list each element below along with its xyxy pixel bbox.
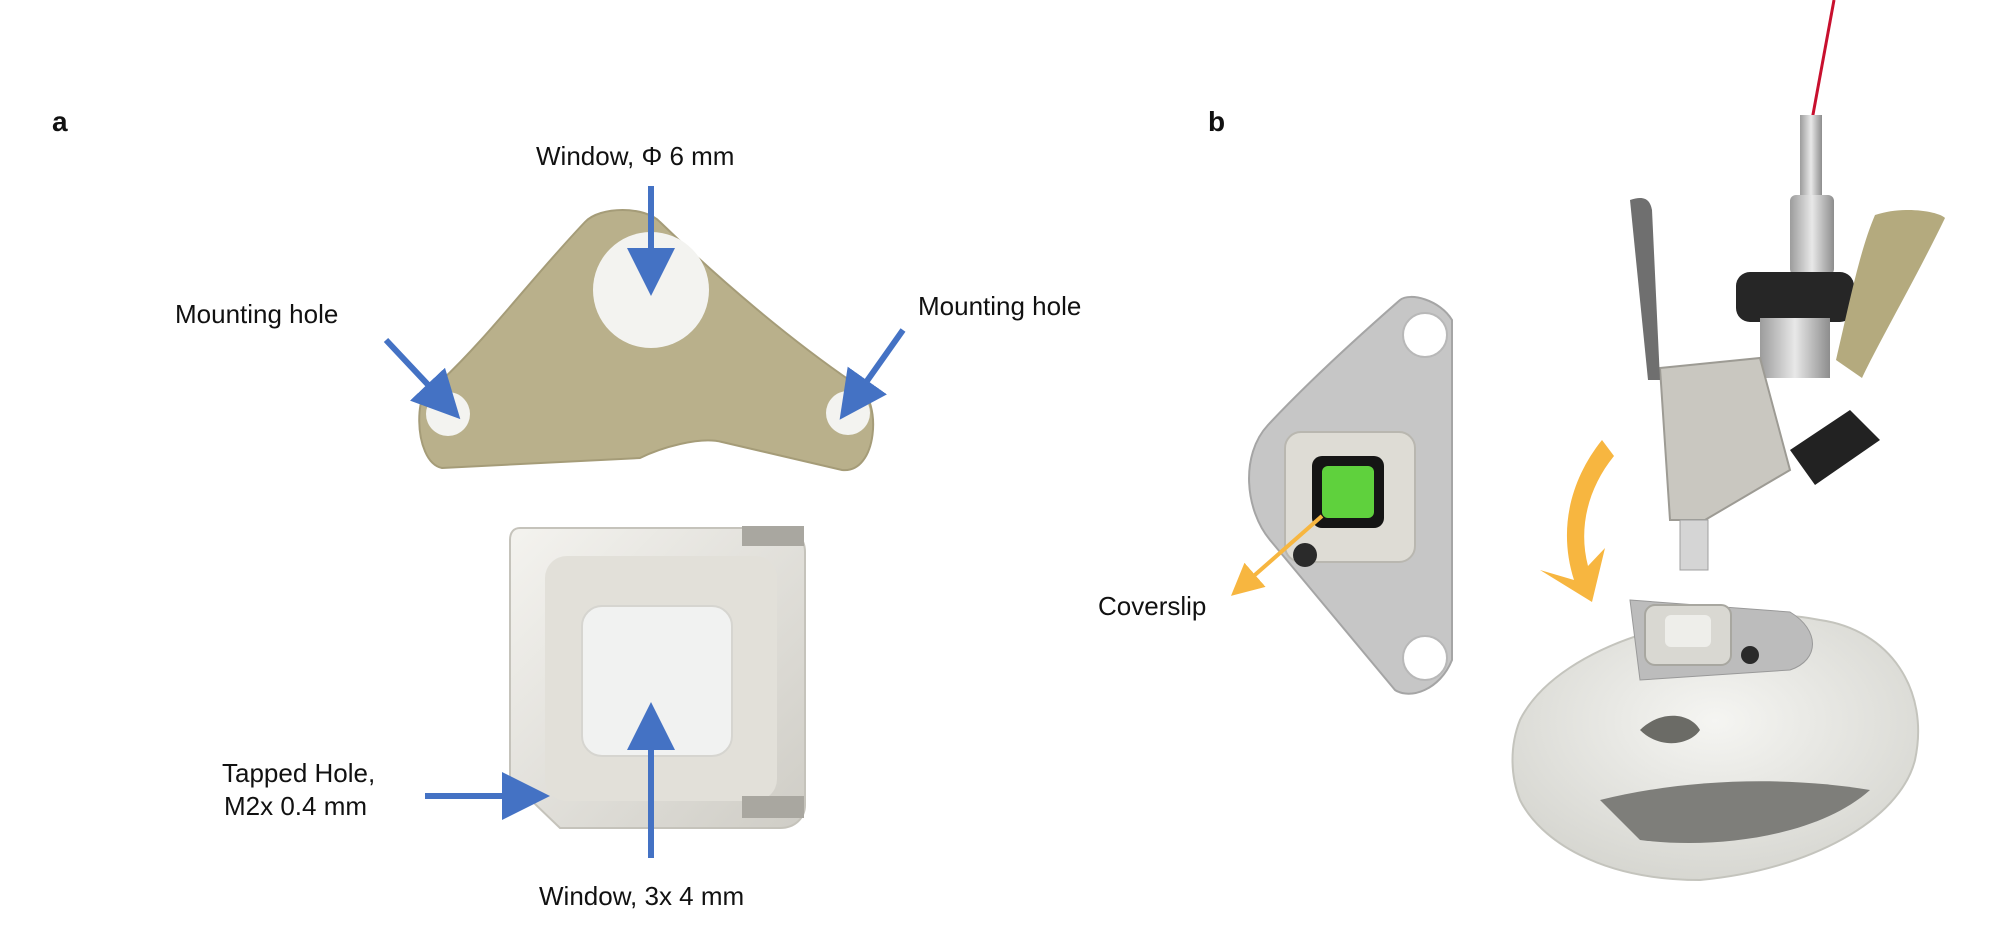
panel-label-b: b [1208,106,1226,137]
panel-label-a: a [52,106,68,137]
arrow-mounting-right [839,328,906,420]
label-tapped-hole-line2: M2x 0.4 mm [224,791,368,821]
optical-fiber [1810,0,1836,121]
coverslip-green [1322,466,1374,518]
arrow-mounting-left [383,337,461,420]
label-coverslip: Coverslip [1098,591,1207,621]
head-plate [418,209,875,472]
mounting-hole-right [826,391,870,435]
mouse-skull [1511,599,1920,882]
arrow-insert-probe [1540,440,1614,602]
mounting-hole-left [426,392,470,436]
assembled-plate [1248,295,1453,695]
label-mounting-hole-right: Mounting hole [918,291,1082,321]
label-tapped-hole-line1: Tapped Hole, [222,758,376,788]
label-mounting-hole-left: Mounting hole [175,299,339,329]
arrows-panel-a [383,186,906,858]
label-window-round: Window, Φ 6 mm [536,141,735,171]
miniscope-probe [1630,0,1945,571]
arrow-coverslip [1230,514,1324,596]
baseplate-square [509,526,806,829]
label-window-square: Window, 3x 4 mm [539,881,745,911]
